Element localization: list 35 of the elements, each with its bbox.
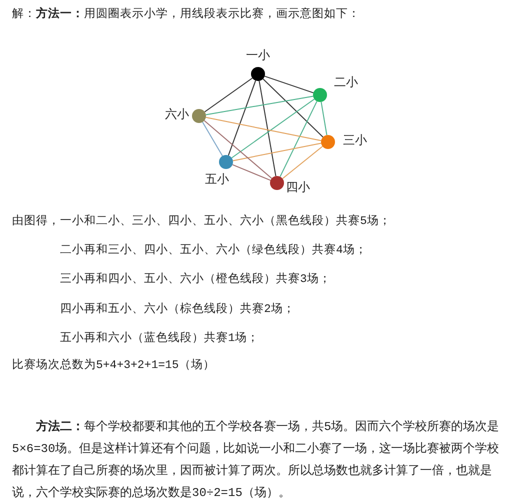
connector-line xyxy=(232,142,322,162)
connector-line xyxy=(202,122,223,156)
node-circle xyxy=(313,88,327,102)
node-circle xyxy=(192,109,206,123)
connector-line xyxy=(264,76,314,94)
node-circle xyxy=(251,67,265,81)
text-line: 五小再和六小（蓝色线段）共赛1场； xyxy=(60,331,259,347)
node-circle xyxy=(270,176,284,190)
node-circle xyxy=(219,155,233,169)
text-line: 四小再和五小、六小（棕色线段）共赛2场； xyxy=(60,302,295,318)
text-line: 比赛场次总数为5+4+3+2+1=15（场） xyxy=(12,358,215,374)
connector-line xyxy=(204,120,272,179)
node-label: 四小 xyxy=(286,181,310,195)
connector-line xyxy=(280,100,318,178)
connector-line xyxy=(228,80,256,156)
connector-line xyxy=(232,164,271,181)
node-label: 三小 xyxy=(343,134,367,148)
connector-line xyxy=(205,96,314,116)
node-circle xyxy=(321,135,335,149)
connector-line xyxy=(282,146,323,180)
connector-line xyxy=(205,116,322,142)
node-label: 二小 xyxy=(334,76,358,90)
node-label: 五小 xyxy=(205,173,229,187)
connector-line xyxy=(262,78,324,138)
text-line: 三小再和四小、五小、六小（橙色线段）共赛3场； xyxy=(60,272,331,288)
connector-line xyxy=(231,98,315,158)
text-line: 由图得，一小和二小、三小、四小、五小、六小（黑色线段）共赛5场； xyxy=(12,214,391,230)
node-label: 一小 xyxy=(246,49,270,63)
text-line: 解：方法一：用圆圈表示小学，用线段表示比赛，画示意图如下： xyxy=(12,7,360,23)
text-line: 二小再和三小、四小、五小、六小（绿色线段）共赛4场； xyxy=(60,243,367,259)
connector-line xyxy=(204,78,253,112)
connector-line xyxy=(258,80,276,177)
connector-line xyxy=(320,101,328,136)
paragraph: 方法二：每个学校都要和其他的五个学校各赛一场，共5场。因而六个学校所赛的场次是5×6=30场。但是这样计算还有个问题，比如说一小和二小赛了一场，这一场比赛被两个学校都计算在了自己所赛的场次里，因而被计算了两次。所以总场数也就多计算了一倍，也就是说，六个学校实际赛的总场次数是30÷2=15（场）。 xyxy=(12,418,500,502)
node-label: 六小 xyxy=(165,108,189,122)
